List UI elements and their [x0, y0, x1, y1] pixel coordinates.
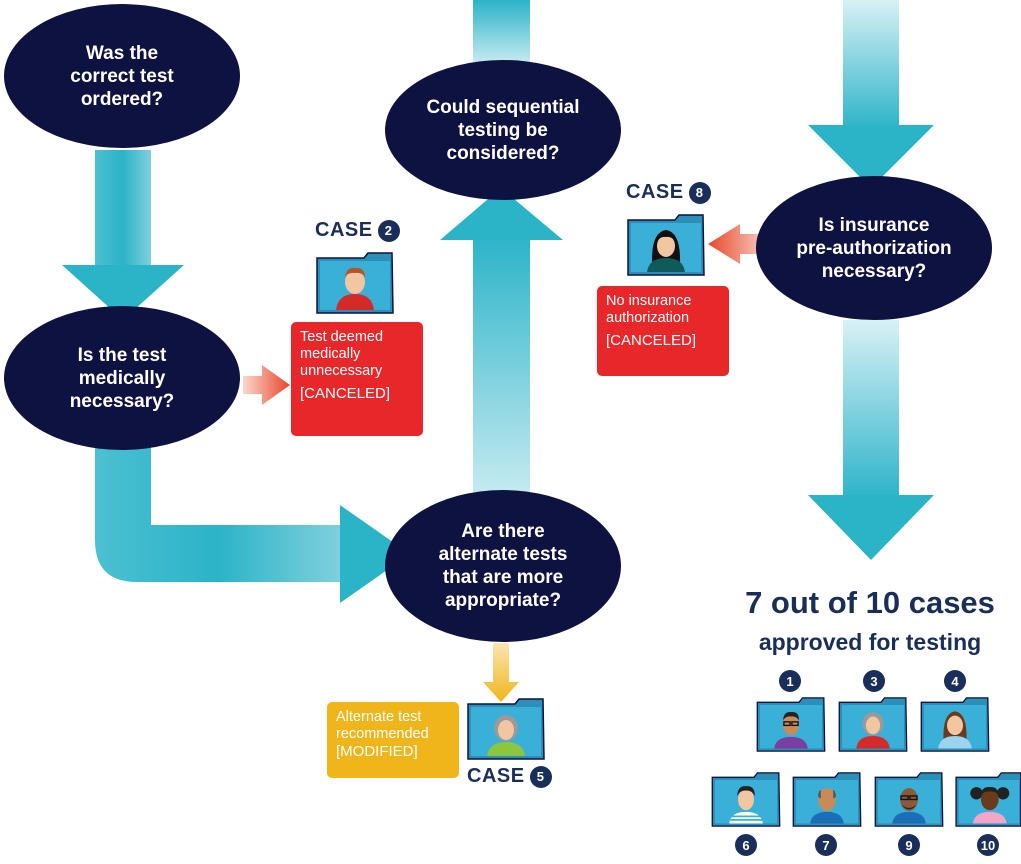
approved-case-number: 3 [863, 670, 885, 692]
patient-folder-icon [711, 772, 781, 827]
arrow-top-stub [473, 0, 530, 70]
approved-case-number: 4 [944, 670, 966, 692]
patient-folder-icon [792, 772, 862, 827]
approved-case-number: 10 [977, 834, 999, 856]
arrow-left-down [62, 150, 184, 320]
arrow-to-case2 [243, 365, 290, 405]
case2-outcome: Test deemed medically unnecessary [CANCE… [291, 322, 423, 436]
case8-number: 8 [688, 181, 711, 204]
summary-subline: approved for testing [758, 629, 982, 655]
approved-case-number: 7 [815, 834, 837, 856]
decision-insurance: Is insurance pre-authorization necessary… [796, 214, 952, 282]
arrow-right-bottom [808, 320, 934, 560]
approved-case-number: 1 [779, 670, 801, 692]
patient-folder-icon [838, 697, 908, 752]
patient-folder-icon [316, 252, 394, 314]
approved-case-number: 9 [898, 834, 920, 856]
patient-folder-icon [920, 697, 990, 752]
decision-sequential-testing: Could sequential testing be considered? [426, 96, 580, 164]
patient-folder-icon [467, 698, 545, 760]
arrow-center-up [440, 188, 563, 525]
decision-medically-necessary: Is the test medically necessary? [69, 344, 175, 412]
patient-folder-icon [756, 697, 826, 752]
summary-headline: 7 out of 10 cases [745, 585, 995, 620]
patient-folder-icon [955, 772, 1021, 827]
decision-correct-test: Was the correct test ordered? [70, 42, 174, 110]
case2-number: 2 [377, 219, 400, 242]
case5-outcome: Alternate test recommended [MODIFIED] [327, 702, 459, 778]
patient-folder-icon [627, 214, 705, 276]
approved-case-number: 6 [735, 834, 757, 856]
arrow-to-case5 [483, 643, 519, 702]
arrow-left-elbow [95, 440, 410, 603]
arrow-right-top [808, 0, 934, 188]
case5-number: 5 [529, 765, 552, 788]
case8-outcome: No insurance authorization [CANCELED] [597, 286, 729, 376]
arrow-to-case8 [708, 224, 770, 264]
decision-alternate-tests: Are there alternate tests that are more … [438, 521, 568, 611]
patient-folder-icon [874, 772, 944, 827]
